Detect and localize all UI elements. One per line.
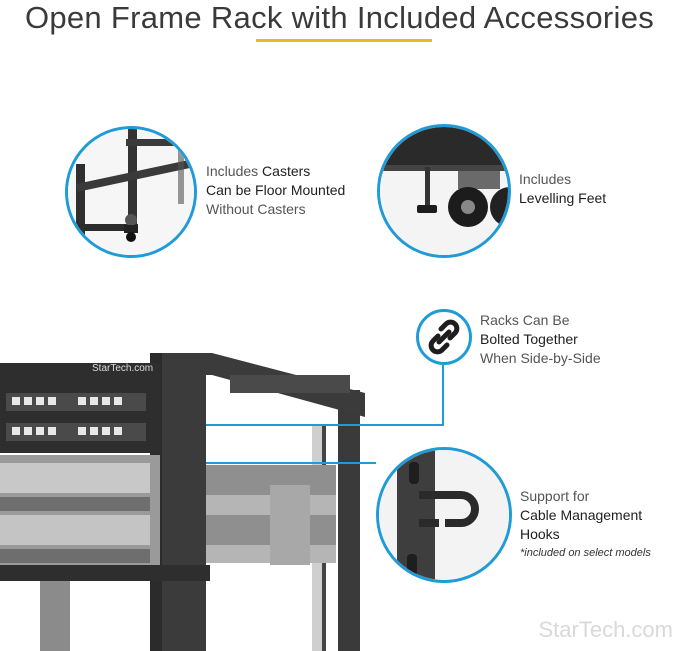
casters-caption-line3: Without Casters [206, 201, 306, 217]
page-title: Open Frame Rack with Included Accessorie… [24, 0, 655, 35]
cable-hook-icon [379, 450, 509, 580]
casters-caption-prefix: Includes [206, 163, 263, 179]
hooks-callout-image [376, 447, 512, 583]
hooks-caption-line3: Hooks [520, 526, 560, 542]
feet-callout-image [377, 124, 511, 258]
casters-caption: Includes Casters Can be Floor Mounted Wi… [206, 162, 345, 219]
hooks-caption-line2: Cable Management [520, 507, 643, 523]
link-icon [416, 309, 472, 365]
startech-watermark: StarTech.com [538, 617, 674, 642]
hooks-caption: Support for Cable Management Hooks *incl… [520, 487, 651, 563]
title-underline [256, 39, 432, 42]
rack-image: StarTech.com [0, 345, 380, 651]
rack-brand-label: StarTech.com [92, 363, 153, 374]
hooks-caption-line1: Support for [520, 488, 590, 504]
casters-caption-bold: Casters [262, 163, 311, 179]
feet-caption-line1: Includes [519, 171, 572, 187]
bolt-caption: Racks Can Be Bolted Together When Side-b… [480, 311, 601, 368]
bolt-caption-line2: Bolted Together [480, 331, 578, 347]
levelling-foot-icon [380, 127, 508, 255]
bolt-caption-line3: When Side-by-Side [480, 350, 601, 366]
casters-callout-image [65, 126, 197, 258]
casters-caption-line2: Can be Floor Mounted [206, 182, 346, 198]
hooks-caption-note: *included on select models [520, 547, 651, 559]
caster-icon [68, 129, 194, 255]
bolt-caption-line1: Racks Can Be [480, 312, 570, 328]
bolt-leader-horizontal [206, 424, 444, 426]
feet-caption-line2: Levelling Feet [519, 190, 607, 206]
feet-caption: Includes Levelling Feet [519, 170, 606, 208]
hook-leader-horizontal [206, 462, 376, 464]
bolt-leader-vertical [442, 365, 444, 425]
